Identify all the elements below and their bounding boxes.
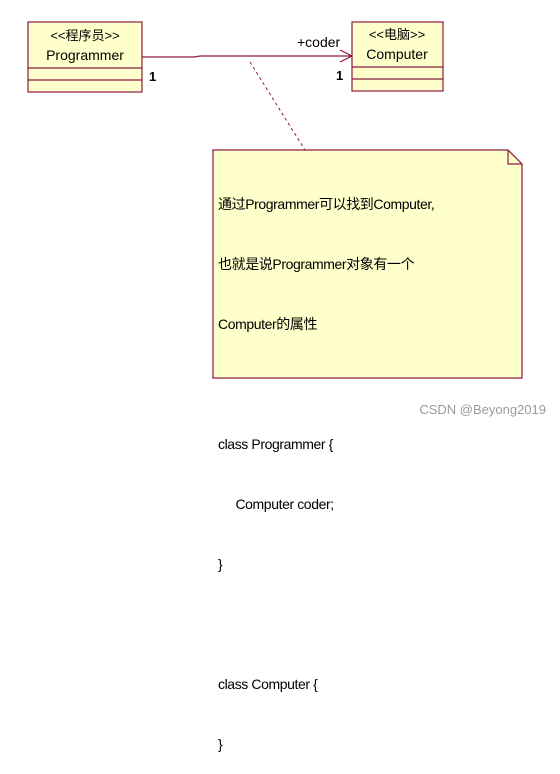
note-line: 通过Programmer可以找到Computer, <box>218 196 435 212</box>
source-multiplicity-label: 1 <box>149 69 156 84</box>
note-line <box>218 614 508 634</box>
association-line <box>142 55 352 58</box>
note-line: } <box>218 556 223 572</box>
note-fold-corner <box>507 150 522 165</box>
note-box <box>212 149 523 379</box>
note-anchor-line <box>249 61 306 151</box>
note-line <box>218 374 508 394</box>
uml-diagram: <<程序员>> Programmer <<电脑>> Computer +code… <box>27 21 523 379</box>
note-line: Computer coder; <box>218 496 334 512</box>
note-line: class Programmer { <box>218 436 333 452</box>
target-multiplicity-label: 1 <box>336 68 343 83</box>
note-line: } <box>218 736 223 752</box>
association-arrowhead <box>339 49 354 63</box>
class-computer[interactable]: <<电脑>> Computer <box>351 21 444 92</box>
class-computer-name: Computer <box>366 46 428 62</box>
note[interactable] <box>212 149 523 379</box>
association-programmer-computer[interactable] <box>142 49 354 63</box>
association-role-label: +coder <box>297 34 341 50</box>
class-computer-stereotype: <<电脑>> <box>369 27 425 42</box>
class-programmer-stereotype: <<程序员>> <box>50 28 119 43</box>
note-line: Computer的属性 <box>218 316 318 332</box>
watermark: CSDN @Beyong2019 <box>419 402 546 417</box>
note-line: 也就是说Programmer对象有一个 <box>218 256 415 272</box>
note-line: class Computer { <box>218 676 318 692</box>
note-text: 通过Programmer可以找到Computer, 也就是说Programmer… <box>218 154 508 774</box>
class-programmer-name: Programmer <box>46 47 124 63</box>
class-programmer[interactable]: <<程序员>> Programmer <box>27 21 143 93</box>
